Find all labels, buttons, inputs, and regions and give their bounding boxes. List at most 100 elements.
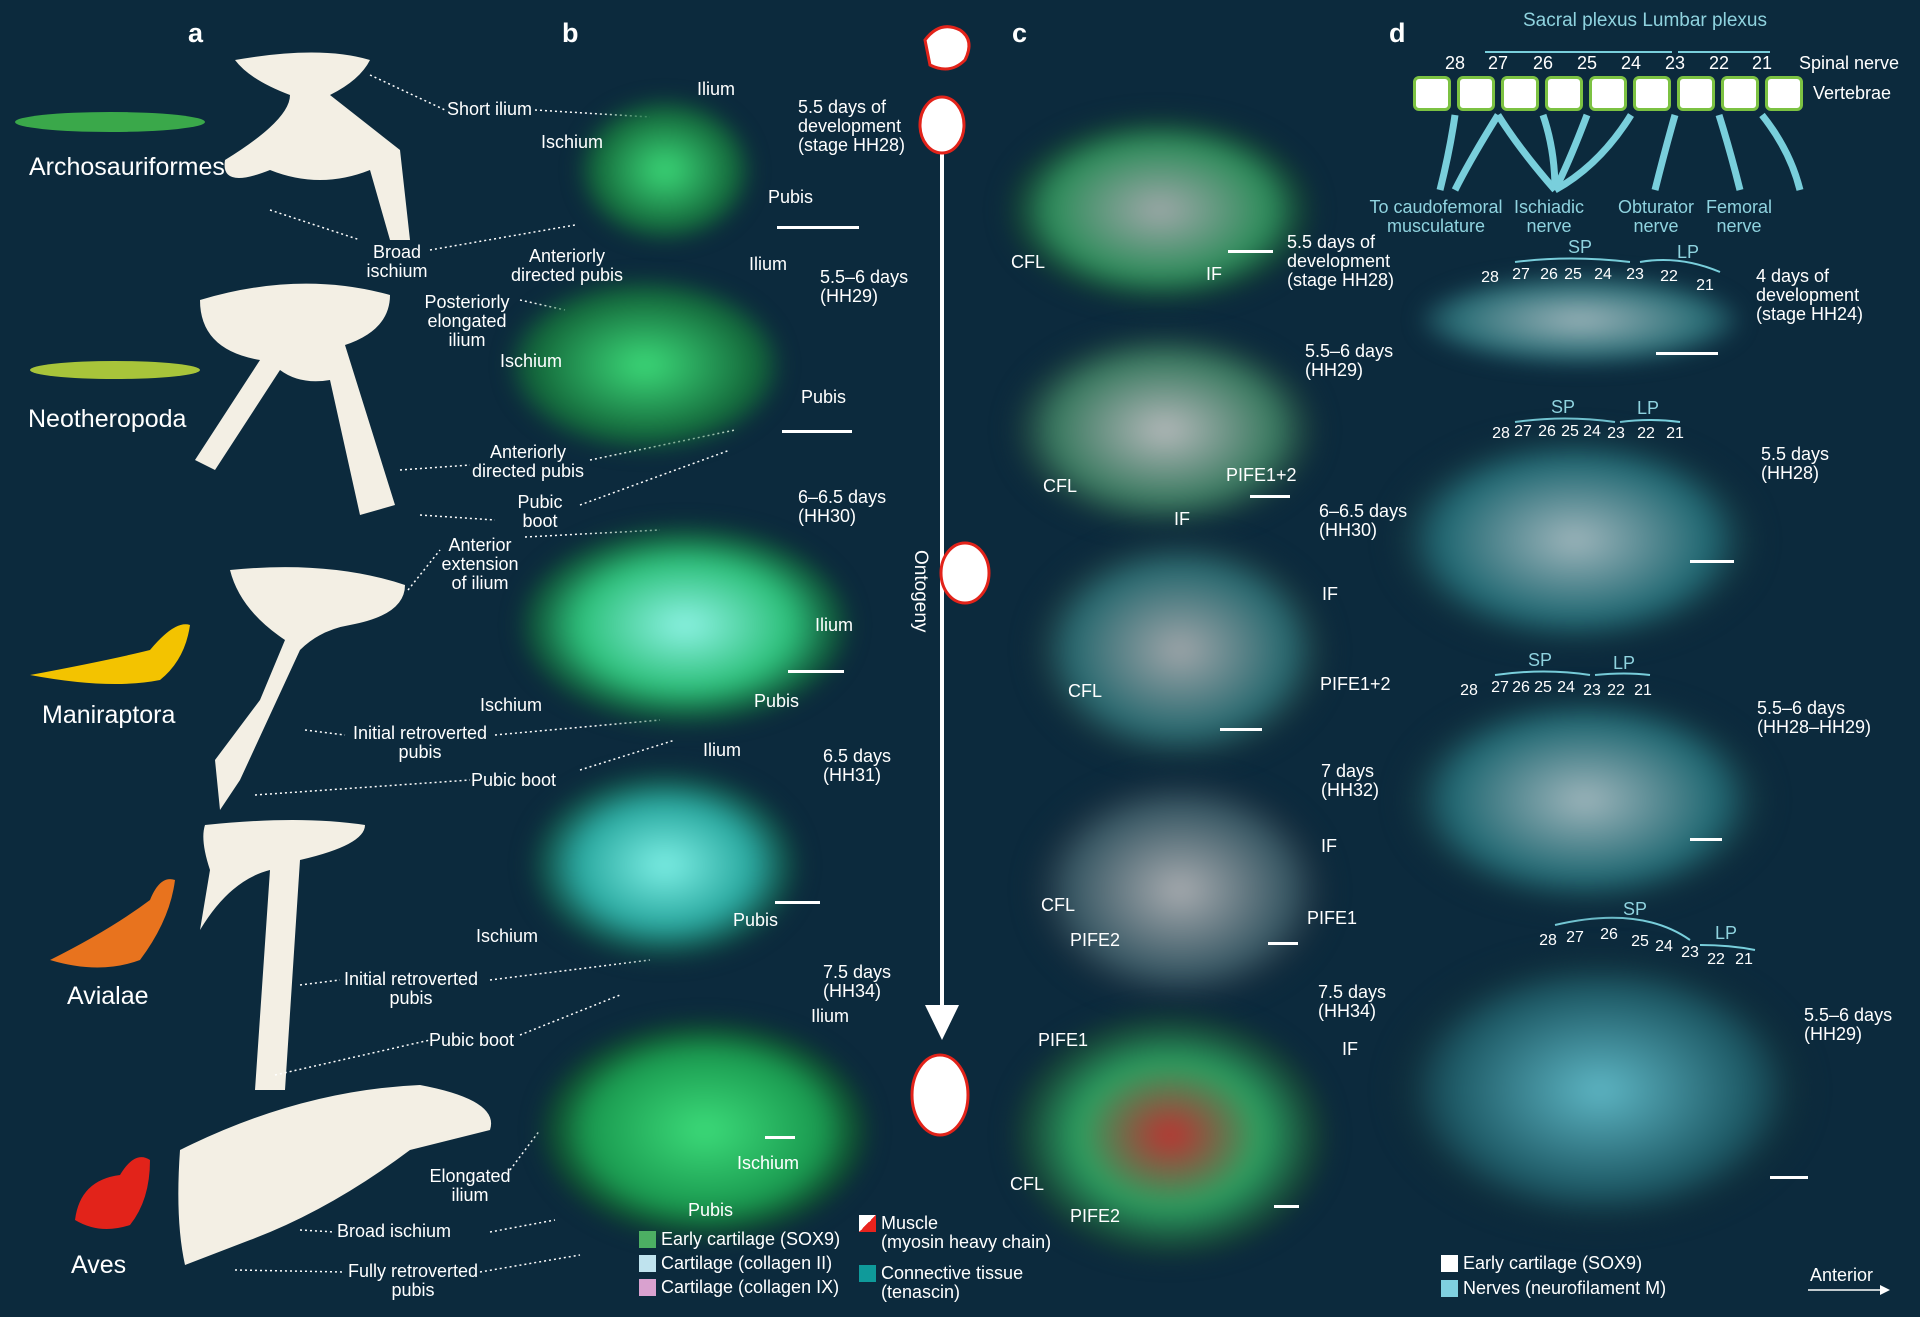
label-if: IF: [1321, 836, 1337, 856]
stage-label: 5.5–6 days (HH29): [820, 267, 909, 306]
pelvis-avialae: [200, 820, 365, 1090]
render-d-hh29: [1390, 950, 1810, 1230]
spinal-nerve-number: 26: [1538, 423, 1556, 440]
sp-label: SP: [1528, 650, 1553, 670]
plexus-title: Sacral plexus Lumbar plexus: [1523, 10, 1767, 31]
scale-bar: [1274, 1205, 1299, 1208]
vertebra: [1413, 76, 1451, 111]
sp-label: SP: [1623, 899, 1648, 919]
render-d-hh28-29: [1400, 690, 1770, 910]
stage-label: 5.5 days of development (stage HH28): [1287, 232, 1395, 290]
leader-lines: [234, 74, 736, 1273]
scale-bar: [1770, 1176, 1808, 1179]
label-pubis: Pubis: [688, 1200, 734, 1220]
pelvis-neotheropoda: [195, 283, 395, 515]
vertebra: [1633, 76, 1671, 111]
label-anteriorly-directed-pubis: Anteriorly directed pubis: [471, 442, 585, 481]
stage-label: 5.5 days (HH28): [1761, 444, 1830, 483]
spinal-nerve-number: 27: [1487, 53, 1509, 73]
render-c-hh29: [1010, 330, 1320, 530]
stage-label: 6.5 days (HH31): [823, 746, 892, 785]
legend-label: Early cartilage (SOX9): [1463, 1253, 1643, 1273]
nerve-diagram: [1436, 51, 1804, 194]
spinal-nerve-number: 26: [1512, 679, 1530, 696]
spinal-nerve-number: 24: [1557, 679, 1575, 696]
scale-bar: [1690, 838, 1722, 841]
label-posteriorly-elongated-ilium: Posteriorly elongated ilium: [424, 292, 510, 350]
spinal-nerve-number: 23: [1664, 53, 1686, 73]
label-cfl: CFL: [1043, 476, 1078, 496]
spinal-nerve-number: 28: [1481, 269, 1499, 286]
stage-label: 7 days (HH32): [1321, 761, 1380, 800]
label-cfl: CFL: [1041, 895, 1076, 915]
legend-label: Nerves (neurofilament M): [1463, 1278, 1667, 1298]
panel-letter-b: b: [562, 18, 579, 48]
label-ischium: Ischium: [500, 351, 563, 371]
label-pife1: PIFE1: [1307, 908, 1358, 928]
label-cfl: CFL: [1068, 681, 1103, 701]
spinal-nerve-number: 21: [1666, 425, 1684, 442]
chick-icon: [923, 25, 971, 71]
nerve-label-ischiadic: Ischiadic nerve: [1513, 197, 1585, 236]
pelvis-aves: [178, 1085, 492, 1265]
label-pubis: Pubis: [801, 387, 847, 407]
clade-label-avialae: Avialae: [67, 982, 149, 1010]
legend-label: Early cartilage (SOX9): [661, 1229, 841, 1249]
scale-bar: [1250, 495, 1290, 498]
vertebra: [1721, 76, 1759, 111]
clade-label-neotheropoda: Neotheropoda: [28, 405, 187, 433]
clade-label-aves: Aves: [71, 1251, 127, 1279]
spinal-nerve-number: 21: [1696, 277, 1714, 294]
spinal-nerve-number: 27: [1514, 423, 1532, 440]
label-pubic-boot: Pubic boot: [517, 492, 563, 531]
spinal-nerve-number: 22: [1607, 682, 1625, 699]
clade-label-maniraptora: Maniraptora: [42, 701, 176, 729]
label-initial-retroverted-pubis: Initial retroverted pubis: [352, 723, 488, 762]
vertebra: [1677, 76, 1715, 111]
legend-label: Cartilage (collagen IX): [661, 1277, 840, 1297]
label-pubic-boot: Pubic boot: [429, 1030, 515, 1050]
nerve-label-obturator: Obturator nerve: [1617, 197, 1695, 236]
vertebra: [1765, 76, 1803, 111]
legend-swatch-nerves: [1441, 1280, 1458, 1297]
vertebra: [1545, 76, 1583, 111]
panel-letter-a: a: [188, 18, 204, 48]
embryo-icon-mid: [939, 541, 991, 605]
plexus-brackets: [1494, 257, 1756, 951]
anterior-arrow: [1808, 1285, 1890, 1295]
micrograph-b-hh31: [530, 770, 800, 960]
label-anteriorly-directed-pubis: Anteriorly directed pubis: [510, 246, 624, 285]
legend-swatch-connective-tissue: [859, 1265, 876, 1282]
stage-label: 5.5–6 days (HH29): [1804, 1005, 1893, 1044]
spinal-nerve-number: 28: [1444, 53, 1466, 73]
label-ilium: Ilium: [697, 79, 736, 99]
vertebra: [1501, 76, 1539, 111]
animal-silhouettes: [15, 112, 205, 1229]
label-if: IF: [1174, 509, 1190, 529]
scale-bar: [788, 670, 844, 673]
label-initial-retroverted-pubis: Initial retroverted pubis: [343, 969, 479, 1008]
embryo-icon-early: [918, 95, 966, 155]
legend-swatch-muscle: [859, 1215, 876, 1232]
label-pubis: Pubis: [754, 691, 800, 711]
maniraptoran-silhouette: [30, 624, 190, 684]
spinal-nerve-number: 22: [1637, 425, 1655, 442]
scale-bar: [1220, 728, 1262, 731]
spinal-nerve-number: 27: [1566, 929, 1584, 946]
ontogeny-label: Ontogeny: [910, 550, 931, 633]
micrograph-b-hh29: [510, 280, 780, 450]
scale-bar: [1268, 942, 1298, 945]
label-if: IF: [1322, 584, 1338, 604]
label-ischium: Ischium: [480, 695, 543, 715]
spinal-nerve-number: 25: [1561, 423, 1579, 440]
spinal-nerve-number: 21: [1751, 53, 1773, 73]
spinal-nerve-number: 24: [1583, 423, 1601, 440]
render-c-hh28: [1005, 115, 1315, 305]
neotheropod-silhouette: [30, 361, 200, 379]
sp-label: SP: [1551, 397, 1576, 417]
pelvis-archosauriformes: [224, 52, 410, 240]
render-c-hh30: [1030, 535, 1330, 765]
label-ilium: Ilium: [815, 615, 854, 635]
scale-bar: [765, 1136, 795, 1139]
